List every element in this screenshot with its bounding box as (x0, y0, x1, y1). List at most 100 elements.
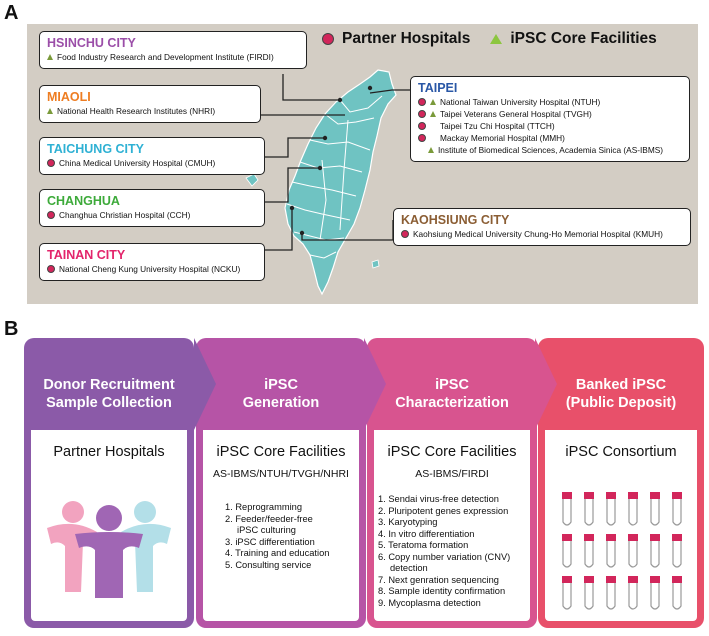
city-name: MIAOLI (47, 90, 91, 104)
stage-title: Banked iPSC(Public Deposit) (565, 377, 677, 411)
stage-subtitle: AS-IBMS/NTUH/TVGH/NHRI (213, 468, 349, 480)
test-tube-icon (672, 576, 682, 610)
list-item: 7. Next genration sequencing (378, 574, 499, 585)
city-box-taipei: TAIPEI National Taiwan University Hospit… (410, 76, 690, 162)
institution-name: Taipei Veterans General Hospital (TVGH) (440, 109, 592, 119)
core-facility-icon (47, 54, 53, 60)
test-tube-icon (562, 534, 572, 568)
core-facility-icon (428, 147, 434, 153)
list-item: iPSC culturing (237, 525, 296, 535)
stage-facility: Partner Hospitals (53, 444, 165, 460)
test-tube-icon (672, 492, 682, 526)
list-item: 5. Teratoma formation (378, 540, 469, 550)
city-box-kaohsiung: KAOHSIUNG CITY Kaohsiung Medical Univers… (393, 208, 691, 246)
city-name: HSINCHU CITY (47, 36, 136, 50)
test-tube-icon (672, 534, 682, 568)
people-icon (47, 501, 171, 598)
core-facility-icon (430, 111, 436, 117)
city-box-tainan: TAINAN CITY National Cheng Kung Universi… (39, 243, 265, 281)
list-item: 6. Copy number variation (CNV) (378, 551, 511, 562)
list-item: 4. In vitro differentiation (378, 528, 475, 539)
test-tubes-icon (562, 492, 682, 610)
arrow-3 (535, 338, 557, 430)
institution-name: Mackay Memorial Hospital (MMH) (440, 133, 565, 143)
city-box-hsinchu: HSINCHU CITY Food Industry Research and … (39, 31, 307, 69)
test-tube-icon (650, 492, 660, 526)
panel-a-label: A (4, 2, 19, 24)
list-item: 8. Sample identity confirmation (378, 586, 506, 596)
partner-hospital-icon (418, 110, 426, 118)
partner-hospital-icon (47, 211, 55, 219)
test-tube-icon (628, 576, 638, 610)
stage-content: iPSC Core Facilities AS-IBMS/FIRDI 1. Se… (374, 430, 530, 621)
institution-name: National Cheng Kung University Hospital … (59, 264, 241, 274)
stage-task-list: 1. Sendai virus-free detection 2. Plurip… (378, 494, 510, 609)
list-item: 9. Mycoplasma detection (378, 597, 481, 608)
stage-task-list: 1. Reprogramming 2. Feeder/feeder-free i… (225, 502, 329, 571)
city-box-changhua: CHANGHUA Changhua Christian Hospital (CC… (39, 189, 265, 227)
city-name: TAINAN CITY (47, 248, 126, 262)
test-tube-icon (628, 534, 638, 568)
test-tube-icon (584, 576, 594, 610)
institution-name: National Taiwan University Hospital (NTU… (440, 97, 601, 107)
test-tube-icon (584, 492, 594, 526)
list-item: 2. Feeder/feeder-free (225, 513, 313, 524)
map-legend: Partner Hospitals iPSC Core Facilities (322, 30, 657, 48)
taiwan-island-shape (284, 69, 397, 296)
city-name: CHANGHUA (47, 194, 120, 208)
stage-content: iPSC Consortium (545, 430, 697, 621)
list-item: 3. Karyotyping (378, 517, 438, 527)
stage-content: Partner Hospitals (31, 430, 187, 621)
city-markers (289, 85, 373, 236)
city-name: TAIPEI (418, 81, 458, 95)
test-tube-icon (606, 576, 616, 610)
list-item: 4. Training and education (225, 548, 330, 558)
list-item: detection (390, 563, 428, 573)
partner-hospital-icon (401, 230, 409, 238)
test-tube-icon (562, 492, 572, 526)
city-box-taichung: TAICHUNG CITY China Medical University H… (39, 137, 265, 175)
partner-hospital-icon (418, 98, 426, 106)
arrow-2 (364, 338, 386, 430)
stage-facility: iPSC Core Facilities (216, 444, 346, 460)
list-item: 5. Consulting service (225, 559, 312, 570)
city-name: TAICHUNG CITY (47, 142, 144, 156)
orchid-island (371, 259, 380, 269)
connector-lines (261, 74, 410, 251)
core-facility-icon (47, 108, 53, 114)
county-borders (286, 95, 383, 259)
legend-core-label: iPSC Core Facilities (510, 30, 657, 47)
stage-facility: iPSC Core Facilities (387, 444, 517, 460)
list-item: 3. iPSC differentiation (225, 536, 315, 547)
stage-banked-ipsc: Banked iPSC(Public Deposit) iPSC Consort… (538, 338, 704, 628)
legend-partner-label: Partner Hospitals (342, 30, 471, 47)
test-tube-icon (562, 576, 572, 610)
test-tube-icon (584, 534, 594, 568)
partner-hospital-icon (47, 159, 55, 167)
institution-name: China Medical University Hospital (CMUH) (59, 158, 216, 168)
test-tube-icon (650, 534, 660, 568)
city-box-miaoli: MIAOLI National Health Research Institut… (39, 85, 261, 123)
city-name: KAOHSIUNG CITY (401, 213, 510, 227)
institution-name: Institute of Biomedical Sciences, Academ… (438, 145, 664, 155)
test-tube-icon (628, 492, 638, 526)
core-facility-icon (430, 99, 436, 105)
institution-name: Kaohsiung Medical University Chung-Ho Me… (413, 229, 663, 239)
partner-hospital-icon (418, 134, 426, 142)
institution-name: Food Industry Research and Development I… (57, 52, 274, 62)
list-item: 1. Sendai virus-free detection (378, 494, 499, 504)
core-facility-marker-icon (490, 34, 503, 44)
stage-facility: iPSC Consortium (565, 444, 677, 460)
partner-hospital-icon (418, 122, 426, 130)
arrow-1 (194, 338, 216, 430)
test-tube-icon (650, 576, 660, 610)
panel-b-label: B (4, 318, 19, 340)
stage-subtitle: AS-IBMS/FIRDI (415, 468, 489, 480)
